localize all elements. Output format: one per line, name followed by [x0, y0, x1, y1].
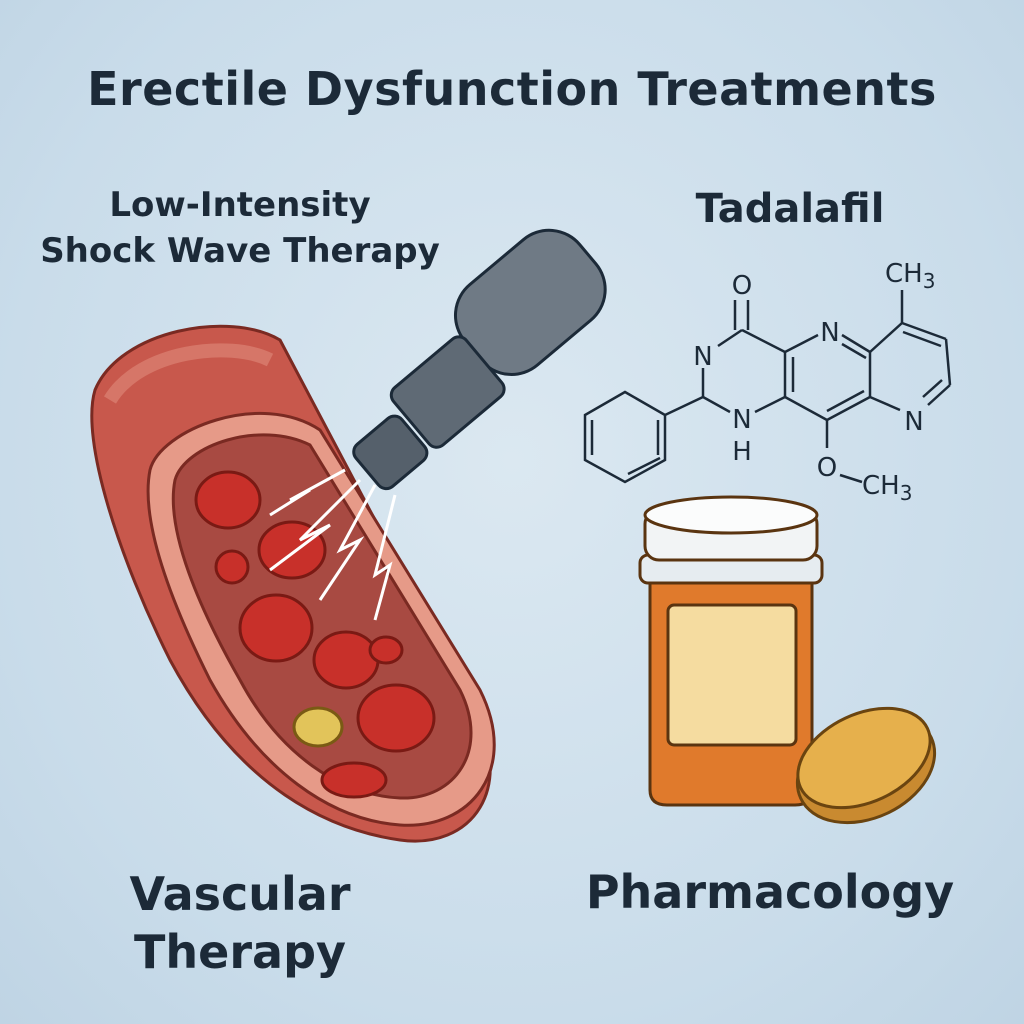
shockwave-label-line2: Shock Wave Therapy: [40, 231, 440, 271]
methoxy-label: CH3: [862, 471, 912, 505]
atom-label: H: [732, 437, 752, 467]
shockwave-label-line1: Low-Intensity: [109, 185, 371, 225]
atom-label: N: [820, 318, 839, 348]
vascular-label-line2: Therapy: [134, 925, 346, 979]
pharmacology-label: Pharmacology: [585, 865, 955, 919]
page-title: Erectile Dysfunction Treatments: [87, 62, 937, 116]
pill-tablet-icon: [795, 706, 937, 825]
drug-name-label: Tadalafil: [695, 186, 885, 232]
shockwave-label: Low-Intensity Shock Wave Therapy: [20, 182, 460, 274]
atom-label: N: [732, 405, 751, 435]
plaque-particle: [292, 706, 344, 748]
pill-bottle-illustration: [638, 495, 824, 807]
atom-label: O: [732, 271, 752, 301]
atom-label: N: [693, 342, 712, 372]
tadalafil-structure-diagram: O N N H N N O CH3 CH3: [583, 259, 952, 505]
atom-label: O: [817, 453, 837, 483]
vascular-therapy-label: Vascular Therapy: [60, 865, 420, 981]
shockwave-bolts-icon: [269, 468, 397, 621]
methyl-label: CH3: [885, 259, 935, 293]
shockwave-applicator: [352, 228, 607, 491]
atom-label: N: [904, 407, 923, 437]
vascular-label-line1: Vascular: [129, 867, 351, 921]
